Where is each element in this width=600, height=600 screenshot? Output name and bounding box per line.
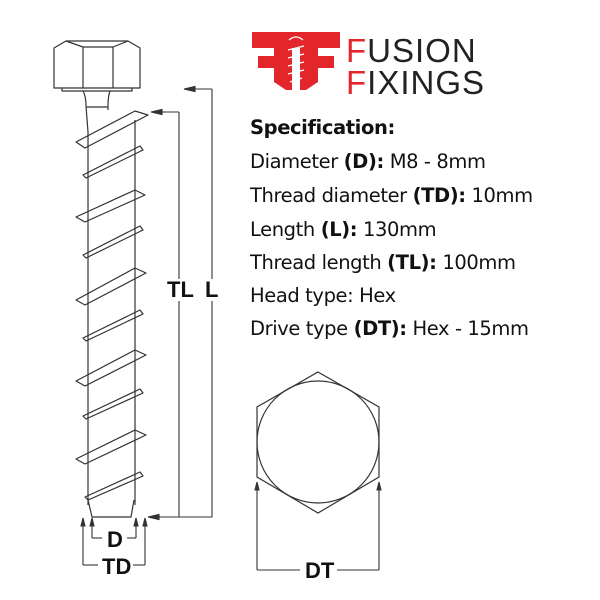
brand-rest: USION bbox=[367, 32, 477, 69]
spec-row-drive-type: Drive type (DT): Hex - 15mm bbox=[250, 319, 529, 339]
spec-code: (L): bbox=[320, 218, 358, 241]
spec-code: (D): bbox=[343, 150, 385, 173]
screw-threads bbox=[75, 110, 149, 501]
spec-value: 10mm bbox=[471, 184, 534, 207]
brand-initial: F bbox=[346, 32, 368, 69]
spec-value: Hex - 15mm bbox=[412, 317, 530, 340]
spec-label: Thread diameter bbox=[250, 184, 407, 207]
spec-title: Specification: bbox=[250, 116, 395, 139]
spec-value: M8 - 8mm bbox=[389, 150, 486, 173]
drive-type-dimension-line bbox=[254, 481, 382, 571]
brand-rest: IXINGS bbox=[367, 64, 486, 101]
spec-row-head-type: Head type: Hex bbox=[250, 286, 396, 306]
diameter-dimension-lines bbox=[82, 521, 146, 566]
spec-label: Head type: bbox=[250, 284, 354, 307]
spec-code: (DT): bbox=[353, 317, 408, 340]
spec-row-length: Length (L): 130mm bbox=[250, 218, 437, 241]
screw-head-side-view bbox=[53, 40, 141, 92]
thread-length-dimension-line bbox=[150, 108, 180, 517]
brand-name-line2: FIXINGS bbox=[346, 66, 485, 99]
spec-row-diameter: Diameter (D): M8 - 8mm bbox=[250, 152, 486, 172]
spec-row-thread-diameter: Thread diameter (TD): 10mm bbox=[250, 186, 533, 206]
spec-value: Hex bbox=[359, 284, 396, 307]
screw-tip bbox=[87, 499, 135, 518]
diameter-arrows bbox=[80, 517, 148, 527]
label-thread-diameter: TD bbox=[100, 554, 134, 579]
spec-value: 100mm bbox=[442, 251, 516, 274]
spec-value: 130mm bbox=[362, 218, 437, 241]
brand-name-line1: FUSION bbox=[346, 34, 477, 67]
label-diameter: D bbox=[105, 527, 125, 552]
spec-row-thread-length: Thread length (TL): 100mm bbox=[250, 253, 516, 273]
spec-label: Thread length bbox=[250, 251, 382, 274]
label-length: L bbox=[205, 277, 219, 302]
spec-label: Diameter bbox=[250, 150, 338, 173]
spec-code: (TL): bbox=[387, 251, 437, 274]
spec-label: Drive type bbox=[250, 317, 348, 340]
label-thread-length: TL bbox=[167, 277, 194, 302]
spec-label: Length bbox=[250, 218, 315, 241]
hex-head-top-view bbox=[256, 371, 380, 514]
label-drive-type: DT bbox=[302, 560, 338, 582]
ff-screw-logo-icon bbox=[252, 32, 340, 90]
brand-initial: F bbox=[346, 64, 368, 101]
length-dimension-line bbox=[147, 85, 213, 521]
spec-code: (TD): bbox=[412, 184, 467, 207]
